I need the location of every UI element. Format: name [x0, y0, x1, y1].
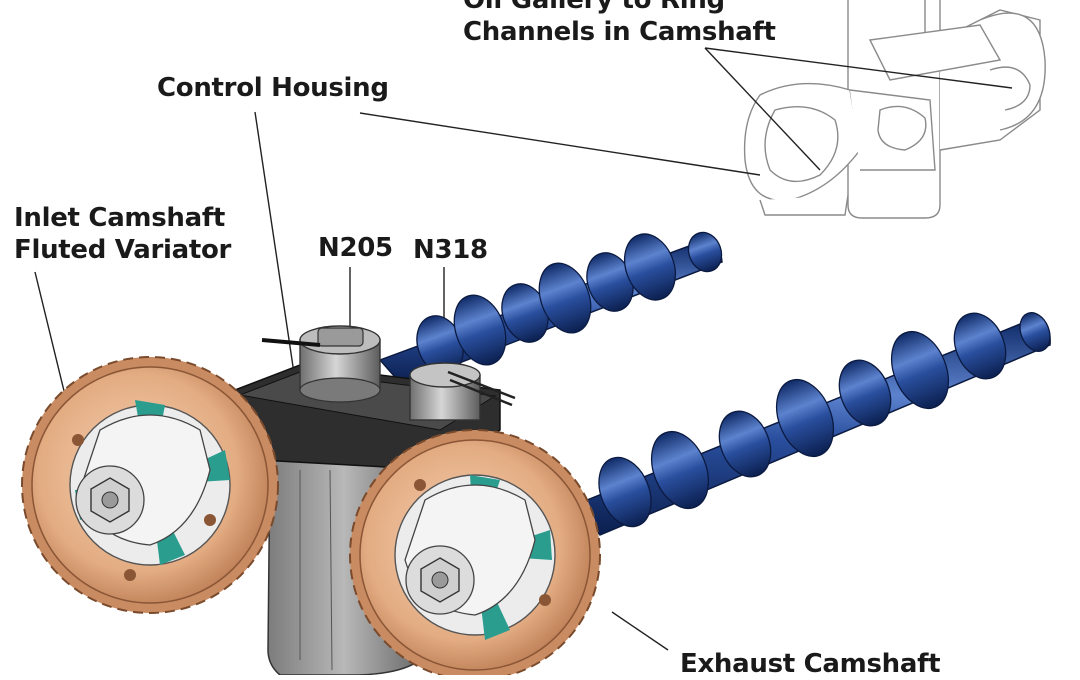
leader-oil-gallery-1	[704, 47, 821, 171]
label-oil-gallery-line1: Oil Gallery to Ring	[463, 0, 725, 15]
inlet-variator-sprocket	[21, 356, 279, 614]
solenoid-n318	[409, 362, 516, 421]
label-inlet-variator-line1: Inlet Camshaft	[14, 203, 225, 233]
label-control-housing: Control Housing	[157, 73, 389, 103]
label-exhaust-camshaft: Exhaust Camshaft	[680, 649, 941, 679]
oil-gallery-sketch	[743, 0, 1046, 219]
label-inlet-variator: Inlet Camshaft Fluted Variator	[14, 202, 231, 266]
solenoid-n205	[261, 325, 381, 403]
label-n318: N318	[413, 235, 488, 265]
inlet-camshaft	[378, 231, 723, 386]
label-oil-gallery: Oil Gallery to Ring Channels in Camshaft	[463, 0, 776, 48]
leader-control-housing-1	[359, 112, 761, 176]
label-inlet-variator-line2: Fluted Variator	[14, 235, 232, 265]
label-n205: N205	[318, 233, 393, 263]
label-oil-gallery-line2: Channels in Camshaft	[463, 17, 776, 47]
leader-control-housing-2	[254, 111, 296, 381]
leader-exhaust	[611, 611, 669, 651]
leader-inlet-variator	[34, 271, 66, 396]
exhaust-variator-sprocket	[349, 429, 601, 680]
leader-oil-gallery-2	[704, 47, 1013, 89]
exhaust-camshaft	[573, 312, 1051, 536]
